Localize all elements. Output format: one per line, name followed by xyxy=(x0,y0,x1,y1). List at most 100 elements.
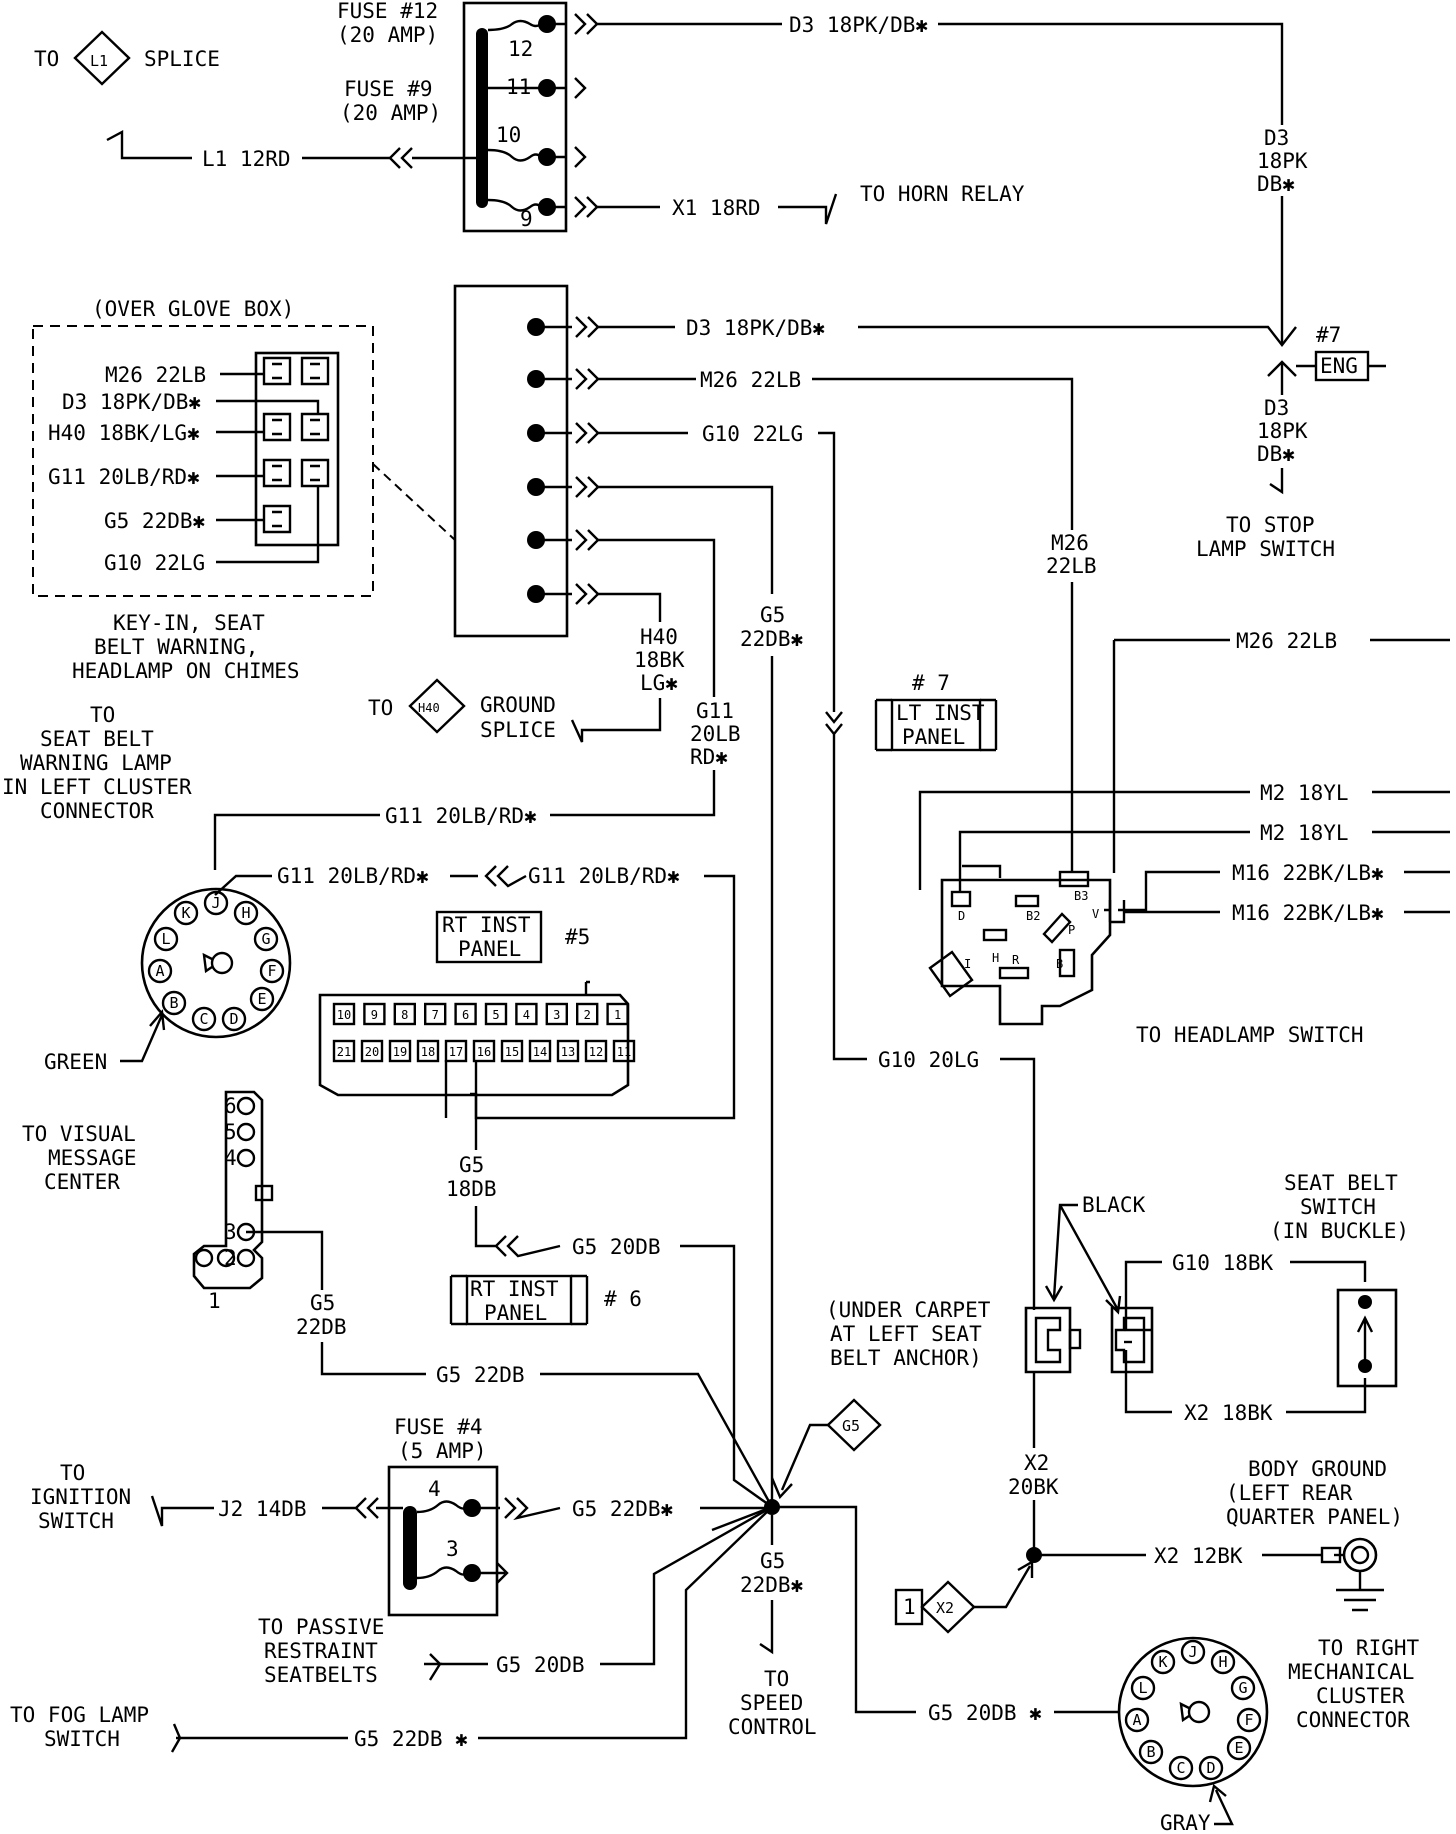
rt6-line2: PANEL xyxy=(484,1301,547,1325)
hl-pin-label: B3 xyxy=(1074,889,1088,903)
rc-3: CLUSTER xyxy=(1316,1684,1405,1708)
glove-g11: G11 20LB/RD✱ xyxy=(48,465,200,489)
cluster-pin-label: 13 xyxy=(561,1045,575,1059)
g5-20db-psr: G5 20DB xyxy=(496,1653,585,1677)
under-3: BELT ANCHOR) xyxy=(830,1346,982,1370)
cluster-pin-label: 20 xyxy=(365,1045,379,1059)
eng-num: #7 xyxy=(1316,323,1341,347)
g10-18bk: G10 18BK xyxy=(1172,1251,1274,1275)
h40-ground: GROUND xyxy=(480,693,556,717)
psr-1: TO PASSIVE xyxy=(258,1615,384,1639)
fuse9-line2: (20 AMP) xyxy=(340,101,441,125)
chimes-line1: KEY-IN, SEAT xyxy=(113,611,265,635)
cluster-pin xyxy=(556,1039,580,1063)
lt-inst-panel: # 7 LT INST PANEL xyxy=(874,671,998,752)
fuse4-title-2: (5 AMP) xyxy=(398,1439,487,1463)
vmc-pin-circle xyxy=(216,1248,236,1268)
glove-d3: D3 18PK/DB✱ xyxy=(62,390,201,414)
cluster-pin xyxy=(360,1039,384,1063)
vmc-3: CENTER xyxy=(44,1170,120,1194)
pin-label: F xyxy=(1244,1711,1253,1729)
eng-connector: #7 ENG D3 18PK DB✱ TO STOP LAMP SWITCH xyxy=(1196,323,1386,561)
cluster-pin xyxy=(393,1002,416,1026)
pin-label: B xyxy=(1146,1743,1155,1761)
pin-circle xyxy=(1130,1675,1156,1701)
wire-l1-12rd: L1 12RD xyxy=(202,147,291,171)
chimes-line3: HEADLAMP ON CHIMES xyxy=(72,659,300,683)
sb-title-3: (IN BUCKLE) xyxy=(1270,1219,1409,1243)
bg-1: BODY GROUND xyxy=(1248,1457,1387,1481)
pin-label: E xyxy=(257,990,266,1008)
eng-d3-1: D3 xyxy=(1264,396,1289,420)
cluster-pin-label: 6 xyxy=(462,1008,469,1022)
pin-circle xyxy=(1124,1707,1150,1733)
vmc-pin-circle xyxy=(236,1096,256,1116)
pin-circle xyxy=(253,926,279,952)
cluster-pin-label: 18 xyxy=(421,1045,435,1059)
j2-wire: J2 14DB xyxy=(218,1497,307,1521)
d3-vert-2: 18PK xyxy=(1257,149,1308,173)
pin-label: H xyxy=(241,904,250,922)
psr-3: SEATBELTS xyxy=(264,1663,378,1687)
g5-tag: G5 xyxy=(842,1417,860,1435)
vmc-pin-label: 3 xyxy=(224,1220,237,1244)
cluster-pin-label: 8 xyxy=(401,1008,408,1022)
sbl-2: SEAT BELT xyxy=(40,727,154,751)
g5-splice: G5 FUSE #4 (5 AMP) 4 3 G5 22DB✱ J2 14DB … xyxy=(10,1398,1120,1753)
pin-circle xyxy=(191,1006,217,1032)
cluster-pin-label: 4 xyxy=(523,1008,530,1022)
g11-wire-c: G11 20LB/RD✱ xyxy=(528,864,680,888)
rc-4: CONNECTOR xyxy=(1296,1708,1410,1732)
stop-line2: LAMP SWITCH xyxy=(1196,537,1335,561)
sbl-3: WARNING LAMP xyxy=(20,751,172,775)
cluster-pin-label: 10 xyxy=(337,1008,351,1022)
hl-pin-label: V xyxy=(1092,907,1099,921)
hl-pin-label: D xyxy=(958,909,965,923)
fog-1: TO FOG LAMP xyxy=(10,1703,149,1727)
rc-2: MECHANICAL xyxy=(1288,1660,1414,1684)
pin-circle xyxy=(153,926,179,952)
wire-x1-18rd: X1 18RD xyxy=(672,196,761,220)
cluster-pin xyxy=(528,1039,552,1063)
pin-circle xyxy=(1168,1755,1194,1781)
cluster-pin xyxy=(472,1039,496,1063)
hl-label: TO HEADLAMP SWITCH xyxy=(1136,1023,1364,1047)
g11-wire-b: G11 20LB/RD✱ xyxy=(277,864,429,888)
cluster-pin xyxy=(332,1002,356,1026)
pin-label: G xyxy=(261,930,270,948)
chime-connector: D3 18PK/DB✱ M26 22LB M26 22LB G10 22LG G… xyxy=(368,284,1297,1507)
cluster-pin-label: 2 xyxy=(584,1008,591,1022)
cluster-pin-label: 5 xyxy=(492,1008,499,1022)
chimes-line2: BELT WARNING, xyxy=(94,635,258,659)
speed-1: TO xyxy=(764,1667,789,1691)
glove-g5: G5 22DB✱ xyxy=(104,509,206,533)
rt5-line1: RT INST xyxy=(442,913,531,937)
cluster-pin xyxy=(416,1039,440,1063)
body-ground: X2 12BK BODY GROUND (LEFT REAR QUARTER P… xyxy=(894,1457,1420,1732)
pin-label: K xyxy=(1158,1653,1167,1671)
hl-pin-label: I xyxy=(964,957,971,971)
d3-vert-3: DB✱ xyxy=(1257,172,1295,196)
cluster-pin-label: 1 xyxy=(614,1008,621,1022)
glove-g10: G10 22LG xyxy=(104,551,205,575)
g5-22db-fuse: G5 22DB✱ xyxy=(572,1497,674,1521)
cluster-pin xyxy=(584,1039,608,1063)
seat-belt-lamp-label: TO SEAT BELT WARNING LAMP IN LEFT CLUSTE… xyxy=(2,703,192,823)
pin-label: D xyxy=(1206,1759,1215,1777)
g5-18db-2: 18DB xyxy=(446,1177,497,1201)
vmc-pin-label: 2 xyxy=(224,1246,237,1270)
cluster-pin xyxy=(444,1039,468,1063)
vmc-pin-circle xyxy=(236,1148,256,1168)
vmc-pin-label: 5 xyxy=(224,1120,237,1144)
x2-num: 1 xyxy=(903,1595,916,1619)
g5-22db-vert-2: 22DB xyxy=(296,1315,347,1339)
pin-label: K xyxy=(181,904,190,922)
l1-to: TO xyxy=(34,47,59,71)
wire-g10-mid: G10 22LG xyxy=(702,422,803,446)
fuse4-c4: 4 xyxy=(428,1477,441,1501)
sbl-4: IN LEFT CLUSTER xyxy=(2,775,192,799)
ign-1: TO xyxy=(60,1461,85,1485)
rt6-line1: RT INST xyxy=(470,1277,559,1301)
